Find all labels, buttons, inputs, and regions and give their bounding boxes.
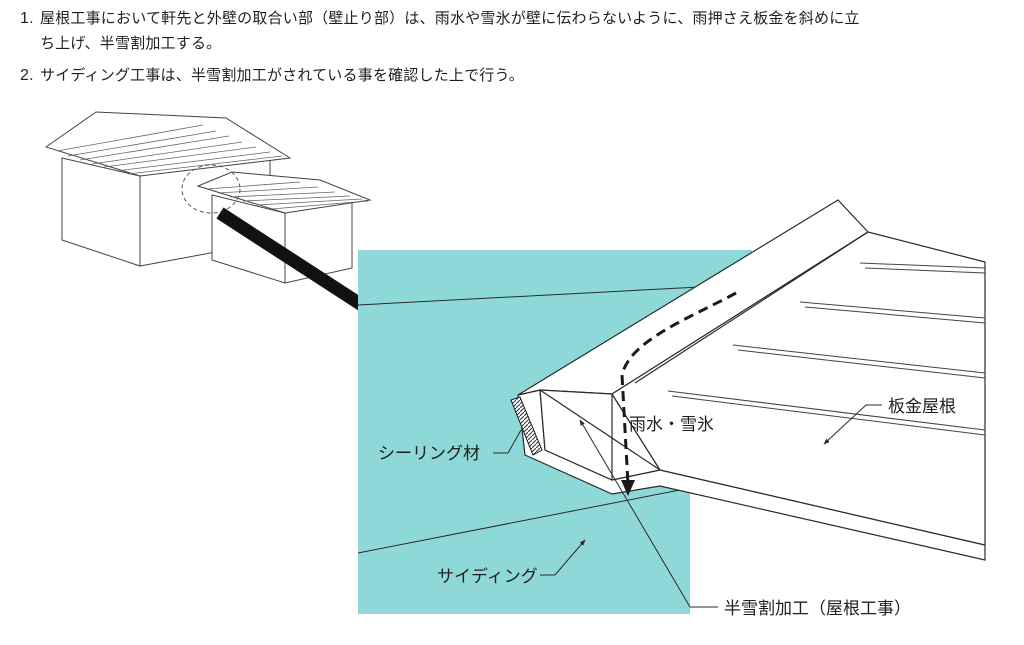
metal-roof-seams	[667, 262, 986, 436]
main-house-roof	[44, 111, 292, 177]
rain-snow-label: 雨水・雪氷	[629, 415, 714, 435]
annex-roof	[196, 171, 372, 214]
siding-leader-line	[540, 539, 586, 576]
instruction-2-text: サイディング工事は、半雪割加工がされている事を確認した上で行う。	[40, 66, 525, 84]
siding-joint-upper	[357, 286, 701, 306]
metal-roof-leader-line	[823, 404, 882, 445]
detail-focus-circle	[181, 164, 241, 214]
sealing-leader-line	[493, 429, 522, 454]
siding-joint-lower	[357, 487, 691, 554]
water-flow-arrow	[620, 291, 737, 496]
metal-roof-label: 板金屋根	[888, 397, 956, 417]
instruction-1-number: 1.	[20, 10, 34, 27]
house-overview-illustration	[44, 111, 372, 284]
sealing-material-strip	[510, 396, 543, 456]
sealing-label: シーリング材	[378, 444, 480, 464]
instruction-2-number: 2.	[20, 67, 34, 84]
siding-label: サイディング	[437, 566, 538, 587]
half-snow-cut-leader-line	[579, 419, 718, 608]
instruction-1-continuation: ち上げ、半雪割加工する。	[40, 34, 222, 52]
instruction-2: 2. サイディング工事は、半雪割加工がされている事を確認した上で行う。	[20, 63, 524, 88]
instruction-1-text: 屋根工事において軒先と外壁の取合い部（壁止り部）は、雨水や雪氷が壁に伝わらないよ…	[40, 9, 860, 27]
instruction-1: 1. 屋根工事において軒先と外壁の取合い部（壁止り部）は、雨水や雪氷が壁に伝わらな…	[20, 6, 860, 31]
half-snow-cut-label: 半雪割加工（屋根工事）	[724, 599, 911, 619]
